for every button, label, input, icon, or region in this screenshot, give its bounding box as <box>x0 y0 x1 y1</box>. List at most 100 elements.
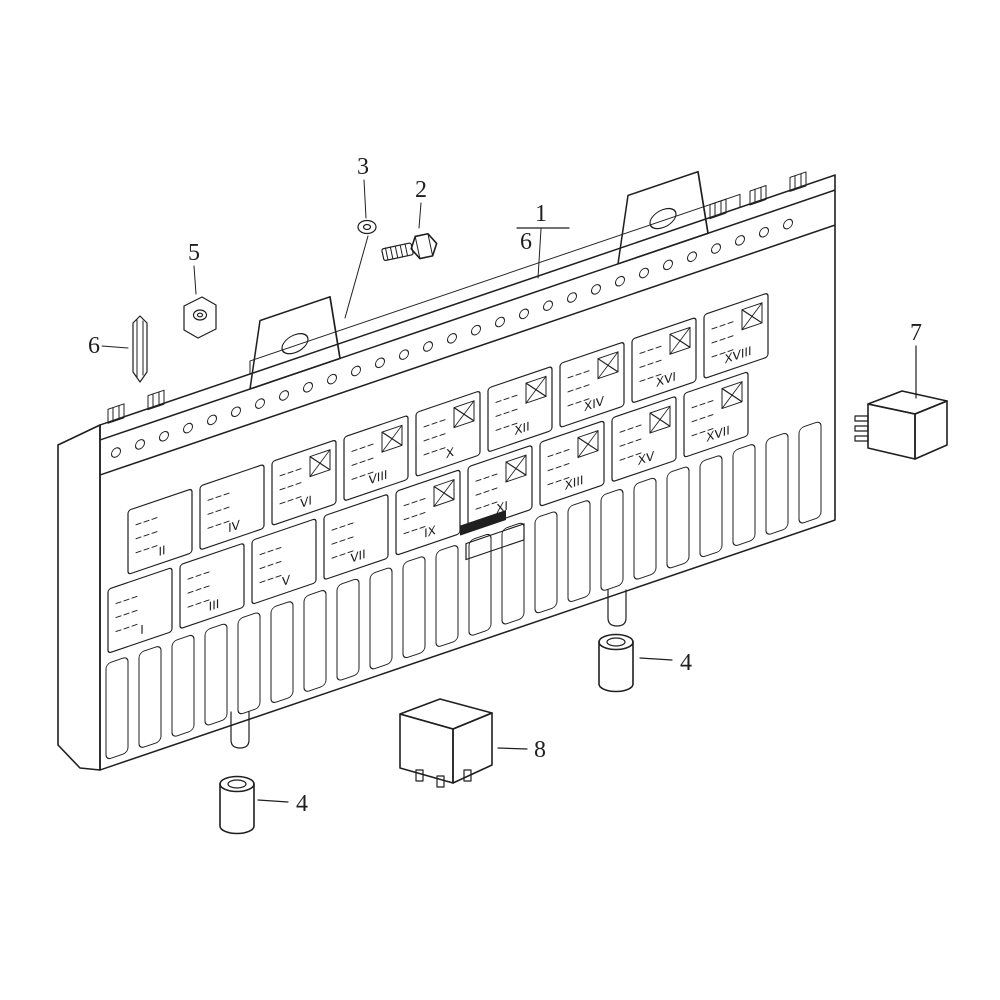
socket-cross-insert <box>577 430 599 459</box>
bracket-left-hole <box>281 333 309 355</box>
mounting-peg-left <box>230 711 250 749</box>
leader-line-5 <box>193 265 197 295</box>
leader-line-2 <box>418 202 422 229</box>
connector-slot <box>732 444 756 546</box>
fuse-socket: XVIII <box>703 293 769 379</box>
fuse-position-label: II <box>158 543 165 559</box>
relay-7-pin <box>854 425 869 432</box>
fuse-position-label: I <box>140 622 144 637</box>
leader-line-1 <box>537 228 542 279</box>
fuse-socket: X <box>415 391 481 477</box>
socket-cross-insert <box>649 405 671 434</box>
fuse-socket: XII <box>487 366 553 452</box>
connector-slot <box>402 556 426 659</box>
relay-8 <box>399 698 493 788</box>
rail-hole <box>279 390 289 401</box>
leader-line-3a <box>363 179 367 219</box>
washer <box>357 219 377 235</box>
rail-hole <box>615 275 625 287</box>
rail-hole <box>207 414 217 426</box>
leader-line-6 <box>101 345 129 349</box>
rail-clip <box>107 403 125 424</box>
spacer-sleeve-right <box>598 633 634 693</box>
rail-hole <box>447 333 457 344</box>
fuse-socket: V <box>251 518 317 605</box>
rail-hole <box>735 235 745 246</box>
fuse-position-label: III <box>209 597 220 614</box>
rail-hole <box>303 381 313 393</box>
connector-slot <box>138 646 162 748</box>
rail-hole <box>783 218 793 230</box>
connector-slot <box>468 533 492 636</box>
box-outline <box>99 174 836 771</box>
bolt-shaft <box>381 242 414 261</box>
rail-clip <box>147 389 165 411</box>
fuse-socket: XIII <box>539 420 605 507</box>
rail-upper-strip <box>249 193 741 375</box>
fuse-position-label: VI <box>300 493 312 511</box>
mounting-peg-right <box>607 589 627 627</box>
fuse-position-label: XVIII <box>724 344 751 367</box>
connector-slots <box>105 421 822 760</box>
connector-slot <box>435 545 459 647</box>
leader-line-3b <box>344 235 369 319</box>
socket-cross-insert <box>453 400 475 429</box>
expansion-pin <box>132 315 148 383</box>
socket-cross-insert <box>309 449 331 478</box>
socket-cross-insert <box>721 381 743 410</box>
leader-line-4-left <box>257 799 289 803</box>
rail-hole <box>471 324 481 336</box>
rail-hole <box>759 226 769 238</box>
relay-8-pin <box>463 769 472 782</box>
connector-slot <box>237 612 261 715</box>
connector-slot <box>369 567 393 670</box>
fuse-position-label: XIV <box>584 394 604 415</box>
rail-hole <box>135 439 145 450</box>
connector-slot <box>567 500 591 602</box>
relay-7-pin <box>854 435 869 442</box>
rail-hole <box>111 447 121 458</box>
fuse-socket: I <box>107 567 173 654</box>
bolt-threads <box>384 243 409 261</box>
rail-hole <box>375 357 385 369</box>
rail-hole <box>423 341 433 352</box>
rail-hole <box>711 243 721 254</box>
connector-slot <box>270 601 294 703</box>
fuse-position-label: VII <box>350 547 365 566</box>
connector-slot <box>765 432 789 535</box>
rail-hole <box>591 284 601 295</box>
rail-hole <box>327 373 337 385</box>
rail-clips <box>107 171 807 424</box>
rail-hole <box>495 316 505 328</box>
fuse-position-label: XIII <box>565 473 584 493</box>
fuse-position-label: IX <box>424 523 436 541</box>
callout-8: 8 <box>534 737 546 763</box>
fuse-socket: IX <box>395 469 461 556</box>
callout-7: 7 <box>910 320 922 346</box>
bracket-left <box>249 295 341 390</box>
bracket-right-hole <box>649 207 677 230</box>
fuse-position-label: XVII <box>706 423 729 445</box>
fuse-socket: XVII <box>683 371 749 458</box>
connector-slot <box>699 455 723 558</box>
socket-cross-insert <box>433 479 455 507</box>
fuse-position-label: XVI <box>656 369 676 389</box>
rail-hole <box>159 430 169 442</box>
fuse-socket: VIII <box>343 415 409 501</box>
connector-slot <box>501 522 525 625</box>
rail-hole <box>255 398 265 409</box>
rail-holes <box>111 218 793 458</box>
fuse-socket: XVI <box>631 317 697 403</box>
bolt-head <box>410 232 438 260</box>
connector-slot <box>105 657 129 760</box>
rail-hole <box>567 292 577 303</box>
callout-5: 5 <box>188 240 200 266</box>
fuse-position-label: VIII <box>369 468 388 488</box>
fuse-socket: VI <box>271 439 337 526</box>
rail-hole <box>399 349 409 360</box>
rail-hole <box>639 267 649 279</box>
fuse-position-label: XII <box>514 419 529 438</box>
